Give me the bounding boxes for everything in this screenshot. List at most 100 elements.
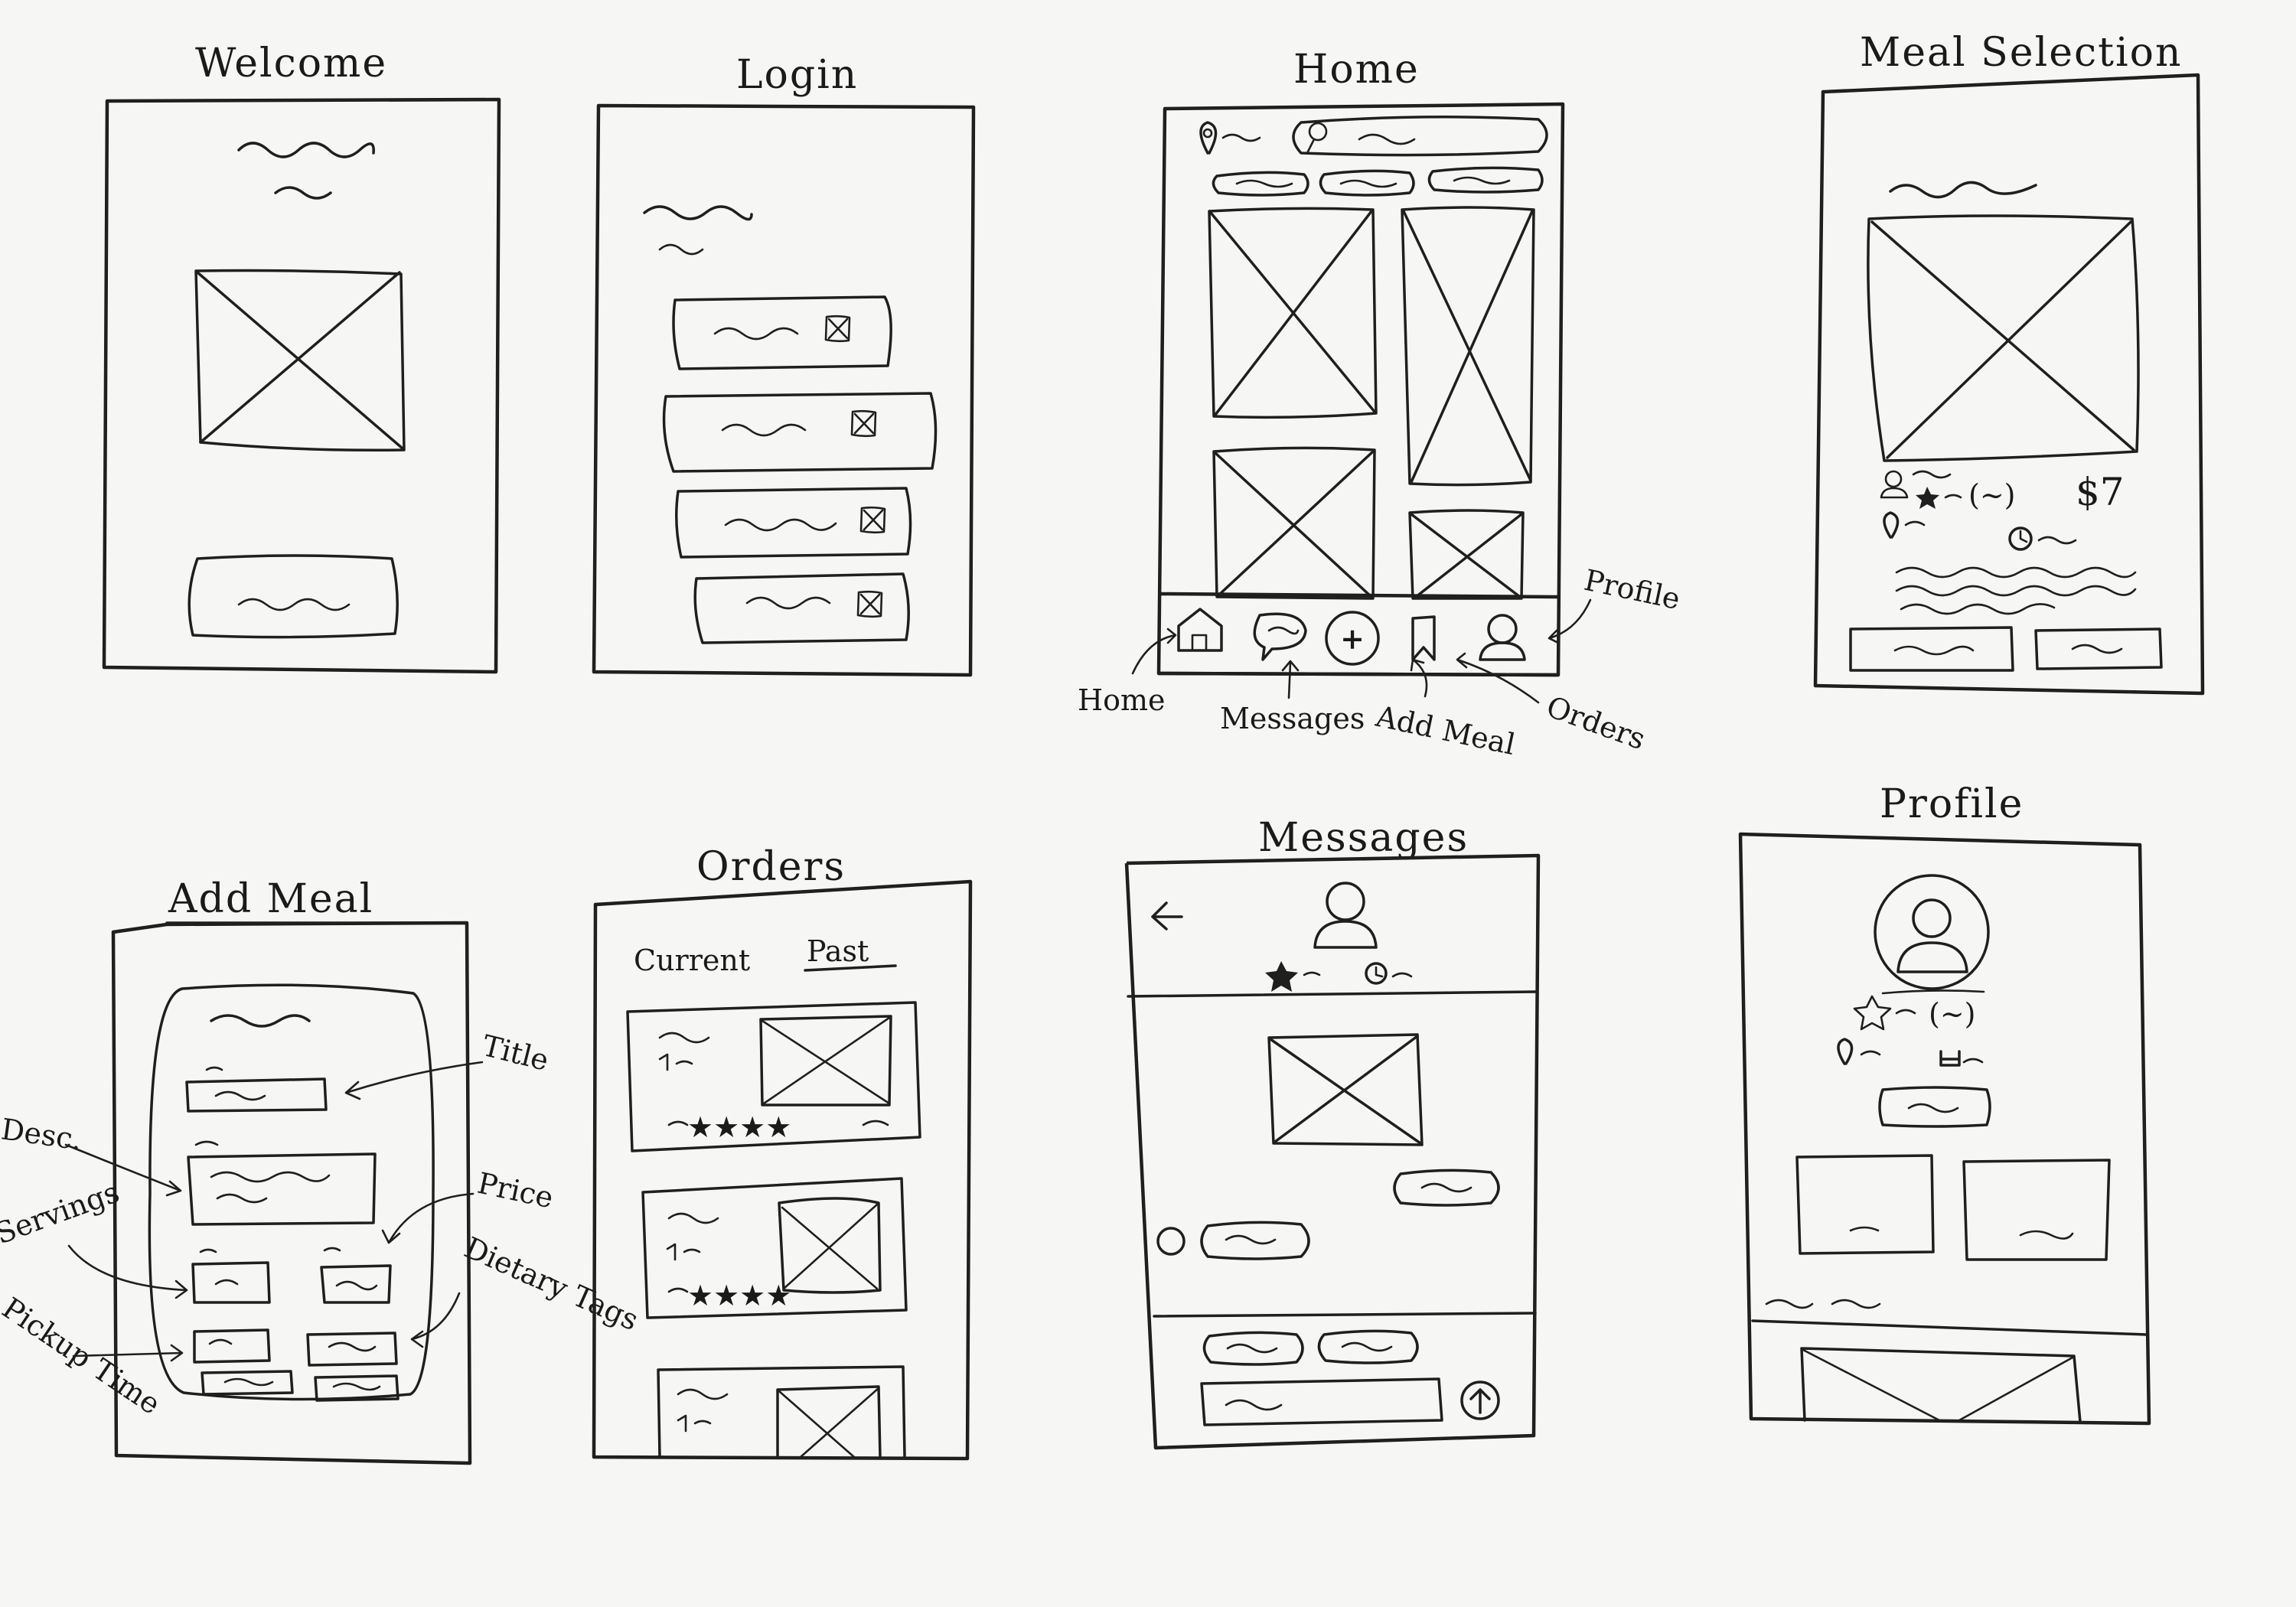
- login-field-2[interactable]: [662, 392, 938, 473]
- meal-action-button-2[interactable]: [2034, 627, 2163, 670]
- profile-rating-count: (~): [1929, 997, 1976, 1031]
- order-card-3-image: [776, 1385, 882, 1459]
- login-field-1[interactable]: [672, 295, 892, 370]
- messages-header-divider: [1127, 990, 1538, 998]
- nav-label-orders: Orders: [1542, 689, 1650, 756]
- label-price: Price: [475, 1166, 556, 1215]
- profile-screen: Profile (~): [1738, 781, 2151, 1426]
- welcome-subline-scribble: [274, 186, 332, 200]
- login-title: Login: [736, 52, 858, 98]
- nav-profile-arrow: [1548, 598, 1592, 644]
- login-field-1-check-icon: [824, 315, 851, 343]
- orders-tab-past[interactable]: Past: [807, 934, 869, 968]
- messages-clock-icon: [1365, 962, 1388, 985]
- home-meal-card-2[interactable]: [1401, 206, 1535, 487]
- home-meal-card-3[interactable]: [1212, 446, 1376, 600]
- welcome-title: Welcome: [195, 41, 387, 86]
- profile-title: Profile: [1880, 781, 2024, 827]
- login-field-4-check-icon: [856, 590, 883, 618]
- send-button-icon[interactable]: [1460, 1380, 1500, 1420]
- meal-description-scribble: [1895, 566, 2137, 615]
- nav-profile-icon[interactable]: [1479, 614, 1526, 661]
- add-meal-extra-field-1[interactable]: [201, 1370, 294, 1396]
- profile-section-divider: [1751, 1319, 2148, 1336]
- meal-selection-frame: [1813, 73, 2205, 696]
- home-filter-chip-3[interactable]: [1427, 166, 1544, 194]
- login-field-4[interactable]: [693, 572, 910, 644]
- order-card-1-image: [759, 1015, 892, 1107]
- arrow-title: [344, 1061, 484, 1100]
- arrow-servings: [67, 1244, 188, 1299]
- nav-messages-arrow: [1281, 660, 1300, 699]
- add-meal-title-label-scribble: [205, 1066, 223, 1071]
- add-meal-title-field[interactable]: [185, 1077, 328, 1113]
- profile-rating-star-icon: [1853, 995, 1892, 1031]
- order-card-1[interactable]: ★★★★: [626, 1001, 921, 1152]
- add-meal-servings-field[interactable]: [191, 1261, 271, 1304]
- profile-stat-card-2: [1962, 1159, 2111, 1261]
- login-frame: [592, 103, 976, 677]
- profile-frame: [1738, 832, 2151, 1426]
- home-meal-card-1[interactable]: [1208, 207, 1378, 419]
- order-card-2[interactable]: ★★★★: [641, 1177, 908, 1319]
- add-meal-form-card: [148, 983, 435, 1401]
- home-frame: [1156, 102, 1565, 677]
- nav-messages-icon[interactable]: [1253, 612, 1307, 661]
- meal-rating-star-icon: [1916, 487, 1939, 509]
- add-meal-screen: Add Meal: [0, 876, 644, 1465]
- home-location[interactable]: [1199, 121, 1261, 155]
- home-filter-chip-1[interactable]: [1212, 171, 1309, 197]
- meal-image-placeholder: [1867, 214, 2140, 462]
- add-meal-extra-field-2[interactable]: [314, 1374, 400, 1402]
- nav-label-profile: Profile: [1581, 563, 1683, 616]
- add-meal-desc-field[interactable]: [187, 1152, 377, 1226]
- arrow-price: [381, 1192, 475, 1244]
- label-desc: Desc.: [0, 1112, 84, 1156]
- nav-home-arrow: [1131, 627, 1177, 675]
- meal-selection-title: Meal Selection: [1860, 30, 2182, 76]
- chef-user-icon: [1880, 470, 1909, 499]
- order-card-2-image: [778, 1197, 882, 1294]
- add-meal-price-field[interactable]: [320, 1264, 392, 1304]
- home-meal-card-4[interactable]: [1408, 509, 1525, 600]
- profile-listing-image: [1800, 1347, 2082, 1423]
- home-filter-chip-2[interactable]: [1319, 169, 1415, 197]
- message-bubble-sent: [1393, 1169, 1500, 1207]
- login-subline-scribble: [658, 243, 704, 256]
- nav-orders-arrow: [1456, 652, 1540, 704]
- message-input-field[interactable]: [1200, 1377, 1443, 1426]
- login-headline-scribble: [643, 205, 753, 221]
- home-screen: Home: [1078, 47, 1683, 761]
- profile-action-button[interactable]: [1878, 1086, 1991, 1128]
- meal-name-scribble: [1889, 181, 2037, 199]
- label-title: Title: [479, 1028, 552, 1077]
- add-meal-servings-label-scribble: [199, 1248, 217, 1253]
- meal-rating-count: (~): [1968, 478, 2016, 512]
- welcome-image-placeholder: [194, 269, 406, 452]
- order-card-3[interactable]: [657, 1365, 906, 1459]
- home-search-bar[interactable]: [1292, 116, 1548, 157]
- home-search-icon: [1306, 122, 1328, 155]
- home-location-pin-icon: [1199, 121, 1218, 155]
- nav-add-meal-button[interactable]: +: [1325, 611, 1380, 666]
- order-card-1-stars: ★★★★: [687, 1110, 791, 1144]
- meal-location-pin-icon: [1883, 511, 1900, 539]
- profile-name-line: [1881, 989, 1985, 995]
- add-meal-dietary-field[interactable]: [306, 1332, 398, 1367]
- label-servings: Servings: [0, 1175, 124, 1250]
- login-screen: Login: [592, 52, 976, 677]
- welcome-start-button[interactable]: [188, 554, 399, 639]
- meal-location-row: [1883, 511, 2077, 551]
- messages-back-arrow-icon[interactable]: [1151, 901, 1183, 931]
- nav-orders-icon[interactable]: [1411, 615, 1436, 661]
- meal-action-button-1[interactable]: [1849, 626, 2014, 672]
- orders-tab-current[interactable]: Current: [634, 944, 750, 977]
- quick-reply-chip-1[interactable]: [1202, 1331, 1304, 1366]
- login-field-3[interactable]: [675, 487, 912, 559]
- quick-reply-chip-2[interactable]: [1317, 1329, 1419, 1364]
- add-meal-pickup-field[interactable]: [193, 1328, 271, 1364]
- add-meal-price-label-scribble: [323, 1247, 341, 1252]
- welcome-frame: [102, 97, 501, 674]
- nav-home-icon[interactable]: [1177, 608, 1223, 652]
